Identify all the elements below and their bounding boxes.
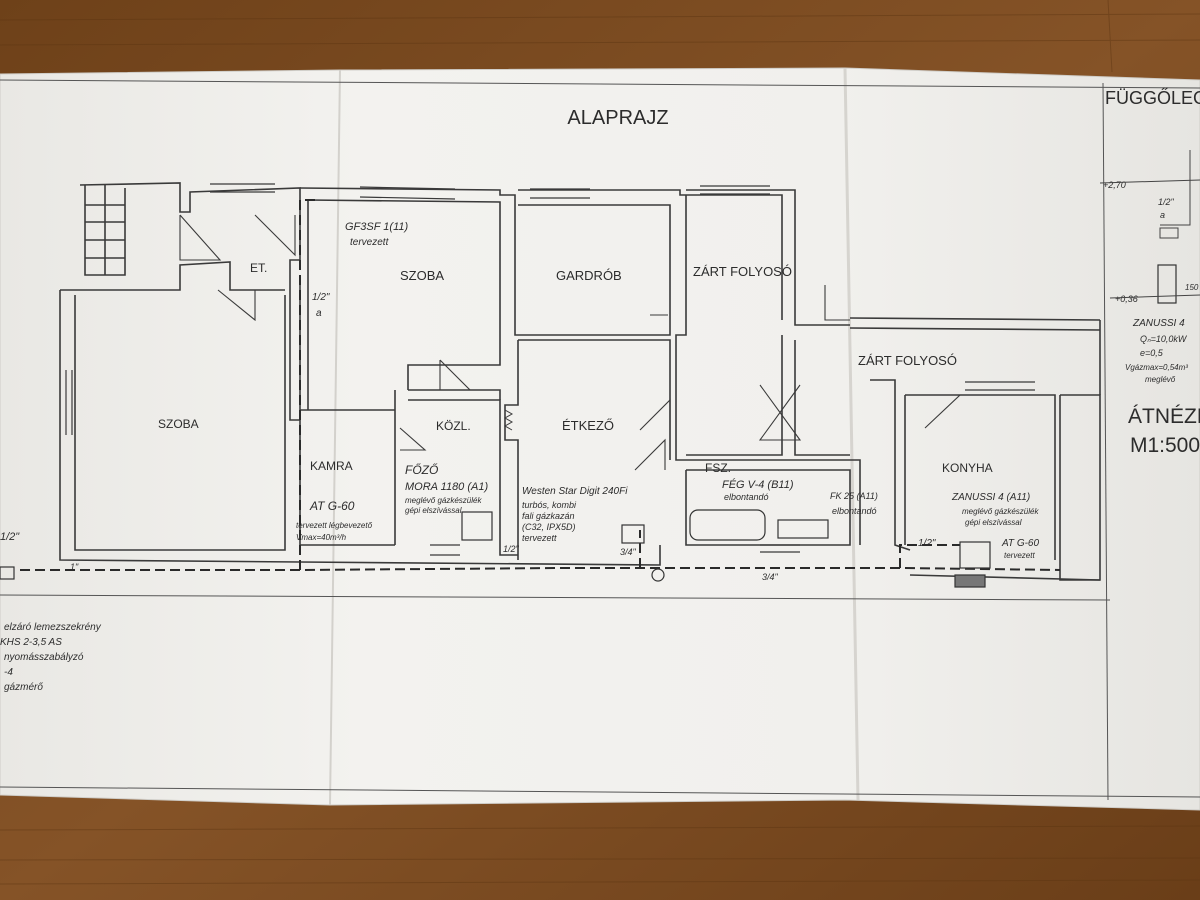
side-level-270: +2,70 <box>1103 180 1126 190</box>
windows <box>65 183 1035 556</box>
gas-meter-icon <box>651 568 665 582</box>
pipe-label-12-konyha: 1/2" <box>918 538 936 549</box>
sheet-border-divider <box>1102 82 1109 801</box>
room-kozl: KÖZL. <box>436 419 471 433</box>
atg60-right-icon <box>954 574 986 588</box>
pipe-label-a: a <box>316 308 322 319</box>
side-existing: meglévő <box>1145 375 1176 384</box>
dimension-line <box>0 594 1111 601</box>
paper-fold <box>329 69 341 806</box>
sheet-border-bottom <box>0 786 1200 798</box>
margin-note-2: nyomásszabályzó <box>4 652 84 663</box>
fk-note: elbontandó <box>832 506 877 516</box>
westen-note1: turbós, kombi <box>522 500 577 510</box>
pipe-label-12b: 1/2" <box>503 544 520 554</box>
gf-note-label: tervezett <box>350 237 390 248</box>
westen-note4: tervezett <box>522 533 557 543</box>
atg60-right-note: tervezett <box>1004 551 1035 560</box>
door-swings <box>179 214 962 471</box>
room-et: ET. <box>250 261 267 275</box>
side-e-value: e=0,5 <box>1140 348 1164 358</box>
appliances <box>0 264 1177 588</box>
zanussi-stove-icon <box>959 541 991 569</box>
side-pipe-a: a <box>1160 210 1165 220</box>
pipe-label-34a: 3/4" <box>620 547 637 557</box>
side-q-value: Qₙ=10,0kW <box>1140 334 1188 344</box>
room-szoba-left: SZOBA <box>158 417 199 431</box>
atg60-left-label: AT G-60 <box>309 499 355 513</box>
pipe-label-34b: 3/4" <box>762 572 779 582</box>
gas-pipe-line <box>20 199 1061 571</box>
margin-note-1: KHS 2-3,5 AS <box>0 637 62 648</box>
side-level-036: +0,36 <box>1115 294 1138 304</box>
atg60-left-note2: Vmax=40m³/h <box>296 533 347 542</box>
margin-note-4: gázmérő <box>4 682 43 693</box>
westen-note2: fali gázkazán <box>522 511 575 521</box>
paper-fold <box>843 67 860 801</box>
room-konyha: KONYHA <box>942 461 993 475</box>
side-stove-icon <box>1157 264 1177 304</box>
atg60-right-label: AT G-60 <box>1001 538 1039 549</box>
westen-model-label: Westen Star Digit 240Fi <box>522 486 628 497</box>
mora-note1: meglévő gázkészülék <box>405 496 482 505</box>
room-fsz: FSZ. <box>705 461 731 475</box>
overview-title: ÁTNÉZE <box>1128 405 1200 428</box>
room-gardrob: GARDRÓB <box>556 268 622 283</box>
zigzag <box>503 334 668 431</box>
zanussi-note1: meglévő gázkészülék <box>962 507 1039 516</box>
fozo-title: FŐZŐ <box>405 462 438 477</box>
margin-note-3: -4 <box>4 667 13 678</box>
westen-boiler-icon <box>621 524 645 544</box>
side-dim-150: 150 <box>1185 283 1199 292</box>
fk-model-label: FK 25 (A11) <box>830 491 878 501</box>
side-title: FÜGGŐLEG <box>1105 87 1200 108</box>
pipe-label-12a: 1/2" <box>312 292 330 303</box>
meter-box-icon <box>0 566 15 580</box>
room-kamra: KAMRA <box>310 459 353 473</box>
westen-note3: (C32, IPX5D) <box>522 522 576 532</box>
atg60-left-note1: tervezett légbevezető <box>296 521 373 530</box>
pipe-label-1-left: 1" <box>70 562 79 572</box>
zanussi-note2: gépi elszívással <box>965 518 1022 527</box>
room-etkezo: ÉTKEZŐ <box>562 418 614 433</box>
paper-sheet <box>0 67 1200 811</box>
overview-scale: M1:500 <box>1130 434 1200 457</box>
feg-heater-icon <box>777 519 829 539</box>
mora-note2: gépi elszívással <box>405 506 462 515</box>
side-panel-lines <box>1099 150 1200 299</box>
sheet-border-top <box>0 79 1200 89</box>
side-vgaz: Vgázmax=0,54m³ <box>1125 363 1188 372</box>
feg-model-label: FÉG V-4 (B11) <box>722 478 794 491</box>
margin-note-0: elzáró lemezszekrény <box>4 622 102 633</box>
zanussi-model-label: ZANUSSI 4 (A11) <box>951 492 1030 503</box>
room-zart-folyoso-1: ZÁRT FOLYOSÓ <box>693 264 792 279</box>
mora-model-label: MORA 1180 (A1) <box>405 481 488 493</box>
bathtub-icon <box>689 509 766 541</box>
feg-note: elbontandó <box>724 492 769 502</box>
room-zart-folyoso-2: ZÁRT FOLYOSÓ <box>858 353 957 368</box>
drawing-title: ALAPRAJZ <box>567 107 668 129</box>
pipe-label-12-left: 1/2" <box>0 531 20 543</box>
side-pipe-12: 1/2" <box>1158 197 1175 207</box>
room-szoba-mid: SZOBA <box>400 268 444 283</box>
mora-stove-icon <box>461 511 493 541</box>
gf-model-label: GF3SF 1(11) <box>345 221 409 233</box>
side-zanussi: ZANUSSI 4 <box>1132 318 1185 329</box>
